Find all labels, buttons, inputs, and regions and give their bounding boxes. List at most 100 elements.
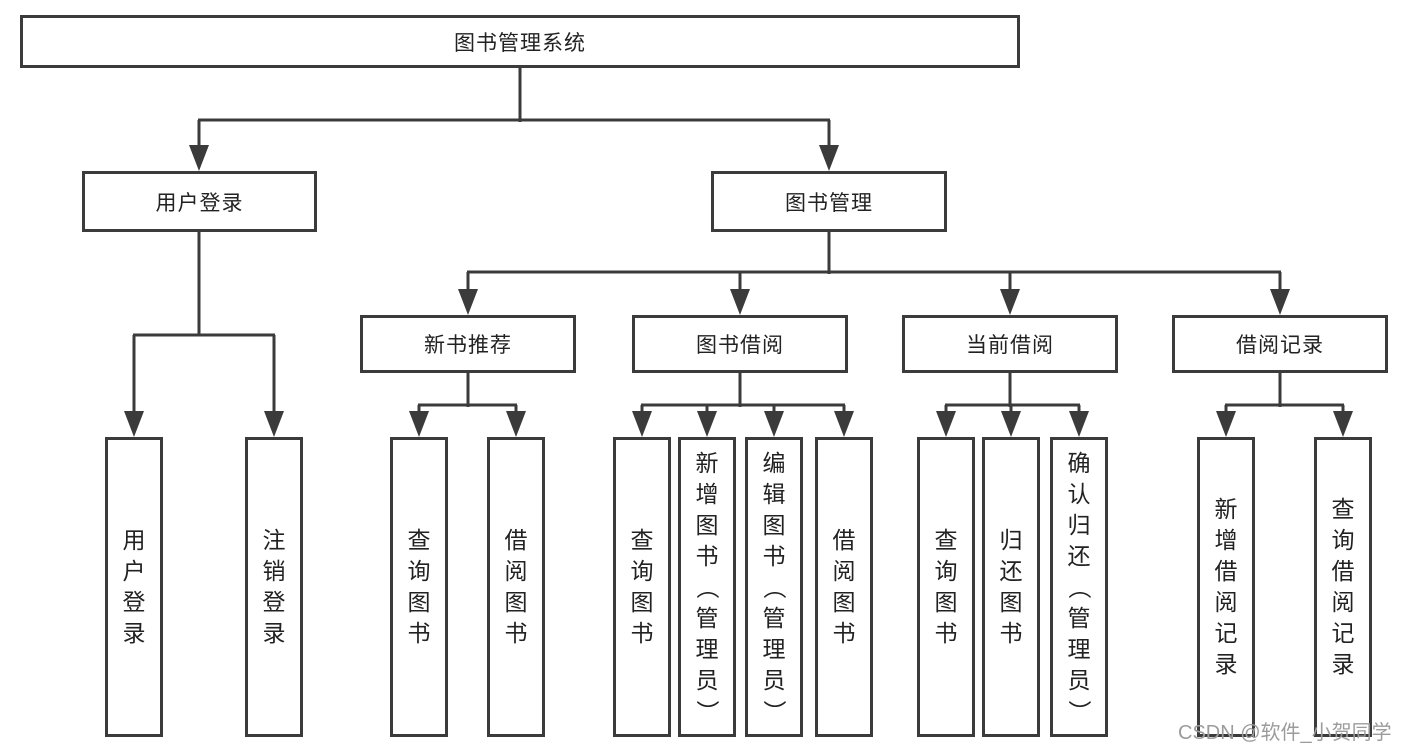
vertical-char: 录 [1214,651,1238,677]
vertical-char: ） [1066,699,1093,723]
leaf-add-book-admin: 新增图书 （ 管理员 ） [678,437,736,737]
vertical-char: 录 [262,620,286,646]
vertical-char: 阅 [832,558,856,584]
vertical-char: 编 [762,449,786,476]
vertical-char: 书 [504,620,528,646]
vertical-char: 管 [695,604,719,631]
leaf-return-book: 归还图书 [982,437,1040,737]
leaf-borrowing-borrow-books: 借阅图书 [815,437,873,737]
vertical-char: 销 [262,558,286,584]
vertical-char: 新 [695,449,719,476]
vertical-char: ） [761,699,788,723]
vertical-char: 书 [762,542,786,569]
leaf-current-query-books: 查询图书 [917,437,975,737]
vertical-char: 查 [934,527,958,553]
leaf-recommend-borrow-books: 借阅图书 [487,437,545,737]
vertical-char: 记 [1214,620,1238,646]
vertical-char: 书 [999,620,1023,646]
vertical-char: 录 [1331,651,1355,677]
vertical-char: 录 [122,620,146,646]
vertical-char: 还 [999,558,1023,584]
leaf-recommend-query-books: 查询图书 [390,437,448,737]
vertical-char: 员 [762,666,786,693]
vertical-char: 阅 [504,558,528,584]
arrowheads [124,145,1353,437]
node-new-book-recommendation: 新书推荐 [360,315,576,373]
vertical-char: 图 [934,589,958,615]
node-label: 图书借阅 [696,334,784,357]
vertical-char: 书 [407,620,431,646]
vertical-char: （ [1066,575,1093,599]
vertical-char: 注 [262,527,286,553]
vertical-char: 辑 [762,480,786,507]
vertical-char: 借 [1331,558,1355,584]
vertical-char: 登 [262,589,286,615]
leaf-logout: 注销登录 [245,437,303,737]
leaf-confirm-return-admin: 确认归还 （ 管理员 ） [1050,437,1108,737]
vertical-char: 理 [695,635,719,662]
vertical-char: 员 [695,666,719,693]
vertical-char: 员 [1067,666,1091,693]
vertical-char: 图 [832,589,856,615]
vertical-char: （ [761,575,788,599]
vertical-char: 登 [122,589,146,615]
vertical-char: 管 [1067,604,1091,631]
vertical-char: 查 [407,527,431,553]
vertical-char: 户 [122,558,146,584]
node-borrowing-records: 借阅记录 [1172,315,1388,373]
vertical-char: 询 [1331,527,1355,553]
vertical-char: 借 [832,527,856,553]
vertical-char: 图 [999,589,1023,615]
vertical-char: 图 [630,589,654,615]
node-label: 当前借阅 [966,334,1054,357]
leaf-edit-book-admin: 编辑图书（管理员） [745,437,803,737]
vertical-char: 增 [1214,527,1238,553]
node-library-management-system: 图书管理系统 [20,15,1020,68]
vertical-char: （ [694,575,721,599]
vertical-char: 理 [1067,635,1091,662]
vertical-char: 图 [504,589,528,615]
vertical-char: 理 [762,635,786,662]
leaf-query-borrow-record: 查询借阅记录 [1314,437,1372,737]
vertical-char: 书 [695,542,719,569]
vertical-char: 用 [122,527,146,553]
vertical-char: 书 [934,620,958,646]
vertical-char: 认 [1067,480,1091,507]
vertical-char: 确 [1067,449,1091,476]
leaf-borrowing-query-books: 查询图书 [613,437,671,737]
node-book-management: 图书管理 [711,171,947,232]
vertical-char: 图 [407,589,431,615]
csdn-watermark: CSDN @软件_小贺同学 [1178,722,1392,744]
node-label: 用户登录 [155,191,244,215]
vertical-char: 借 [504,527,528,553]
vertical-char: 图 [695,511,719,538]
vertical-char: 增 [695,480,719,507]
vertical-char: 书 [832,620,856,646]
leaf-add-borrow-record: 新增借阅记录 [1197,437,1255,737]
vertical-char: 阅 [1331,589,1355,615]
vertical-char: 还 [1067,542,1091,569]
node-label: 图书管理系统 [454,31,586,55]
vertical-char: 新 [1214,496,1238,522]
node-label: 新书推荐 [424,334,512,357]
vertical-char: 记 [1331,620,1355,646]
node-label: 图书管理 [785,191,873,215]
vertical-char: 阅 [1214,589,1238,615]
vertical-char: 询 [630,558,654,584]
node-user-login: 用户登录 [82,171,317,232]
vertical-char: 借 [1214,558,1238,584]
node-current-borrowing: 当前借阅 [902,315,1118,373]
vertical-char: 归 [999,527,1023,553]
node-book-borrowing: 图书借阅 [632,315,848,373]
node-label: 借阅记录 [1236,334,1324,357]
vertical-char: 管 [762,604,786,631]
vertical-char: 查 [1331,496,1355,522]
vertical-char: 询 [407,558,431,584]
vertical-char: 询 [934,558,958,584]
vertical-char: ） [694,699,721,723]
leaf-user-login: 用户登录 [105,437,163,737]
vertical-char: 书 [630,620,654,646]
vertical-char: 归 [1067,511,1091,538]
